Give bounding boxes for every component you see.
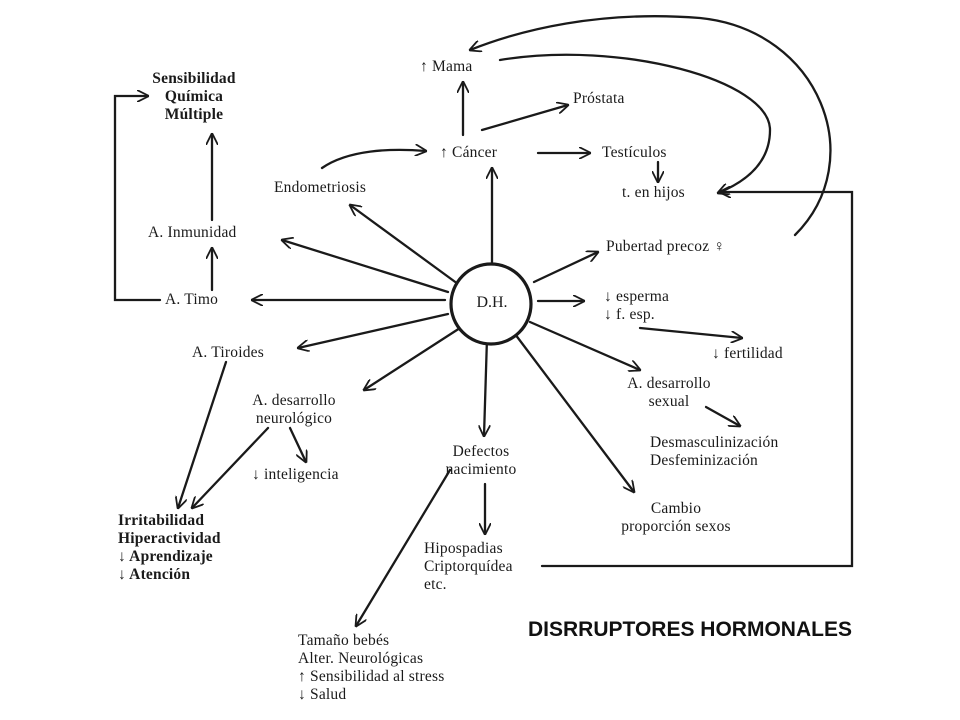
node-inteligencia: ↓ inteligencia [252,466,339,483]
node-prostata: Próstata [573,90,625,107]
node-esperma: ↓ esperma↓ f. esp. [604,288,670,323]
edge-hub-desarrollo-sexual [528,320,640,370]
edge-endometriosis-cancer [320,150,426,170]
edge-hub-endometriosis [350,205,460,286]
diagram-title: DISRRUPTORES HORMONALES [528,618,852,641]
edge-defectos-tamano [356,468,452,626]
edge-tiroides-irritabilidad [178,360,228,508]
node-fertilidad: ↓ fertilidad [712,345,783,362]
edge-esperma-fertilidad [638,326,742,338]
edge-hipospadias-hijos [540,192,854,568]
edge-hub-pubertad [532,252,598,284]
node-pubertad: Pubertad precoz ♀ [606,238,726,255]
node-inmunidad: A. Inmunidad [148,224,237,241]
hub-circle [449,262,533,346]
hub-label: D.H. [476,294,508,311]
edge-sexual-desmasc [704,405,740,426]
edge-cancer-prostata [480,105,568,132]
node-timo: A. Timo [165,291,219,308]
edge-neuro-inteligencia [288,426,306,462]
node-tiroides: A. Tiroides [192,344,264,361]
edge-hub-neuro [364,326,462,390]
edge-pubertad-mama [470,15,832,237]
edge-timo-sensibilidad [113,96,162,302]
edge-mama-hijos [498,53,772,193]
edge-hub-inmunidad [282,240,450,294]
node-testiculos: Testículos [602,144,667,161]
edge-hub-proporcion [513,332,634,492]
edge-hub-defectos [484,336,487,436]
node-cancer: ↑ Cáncer [440,144,498,161]
edge-hub-tiroides [298,312,450,348]
node-mama: ↑ Mama [420,58,473,75]
node-hijos: t. en hijos [622,184,685,201]
edge-neuro-irritabilidad [192,426,270,508]
node-endometriosis: Endometriosis [274,179,367,196]
